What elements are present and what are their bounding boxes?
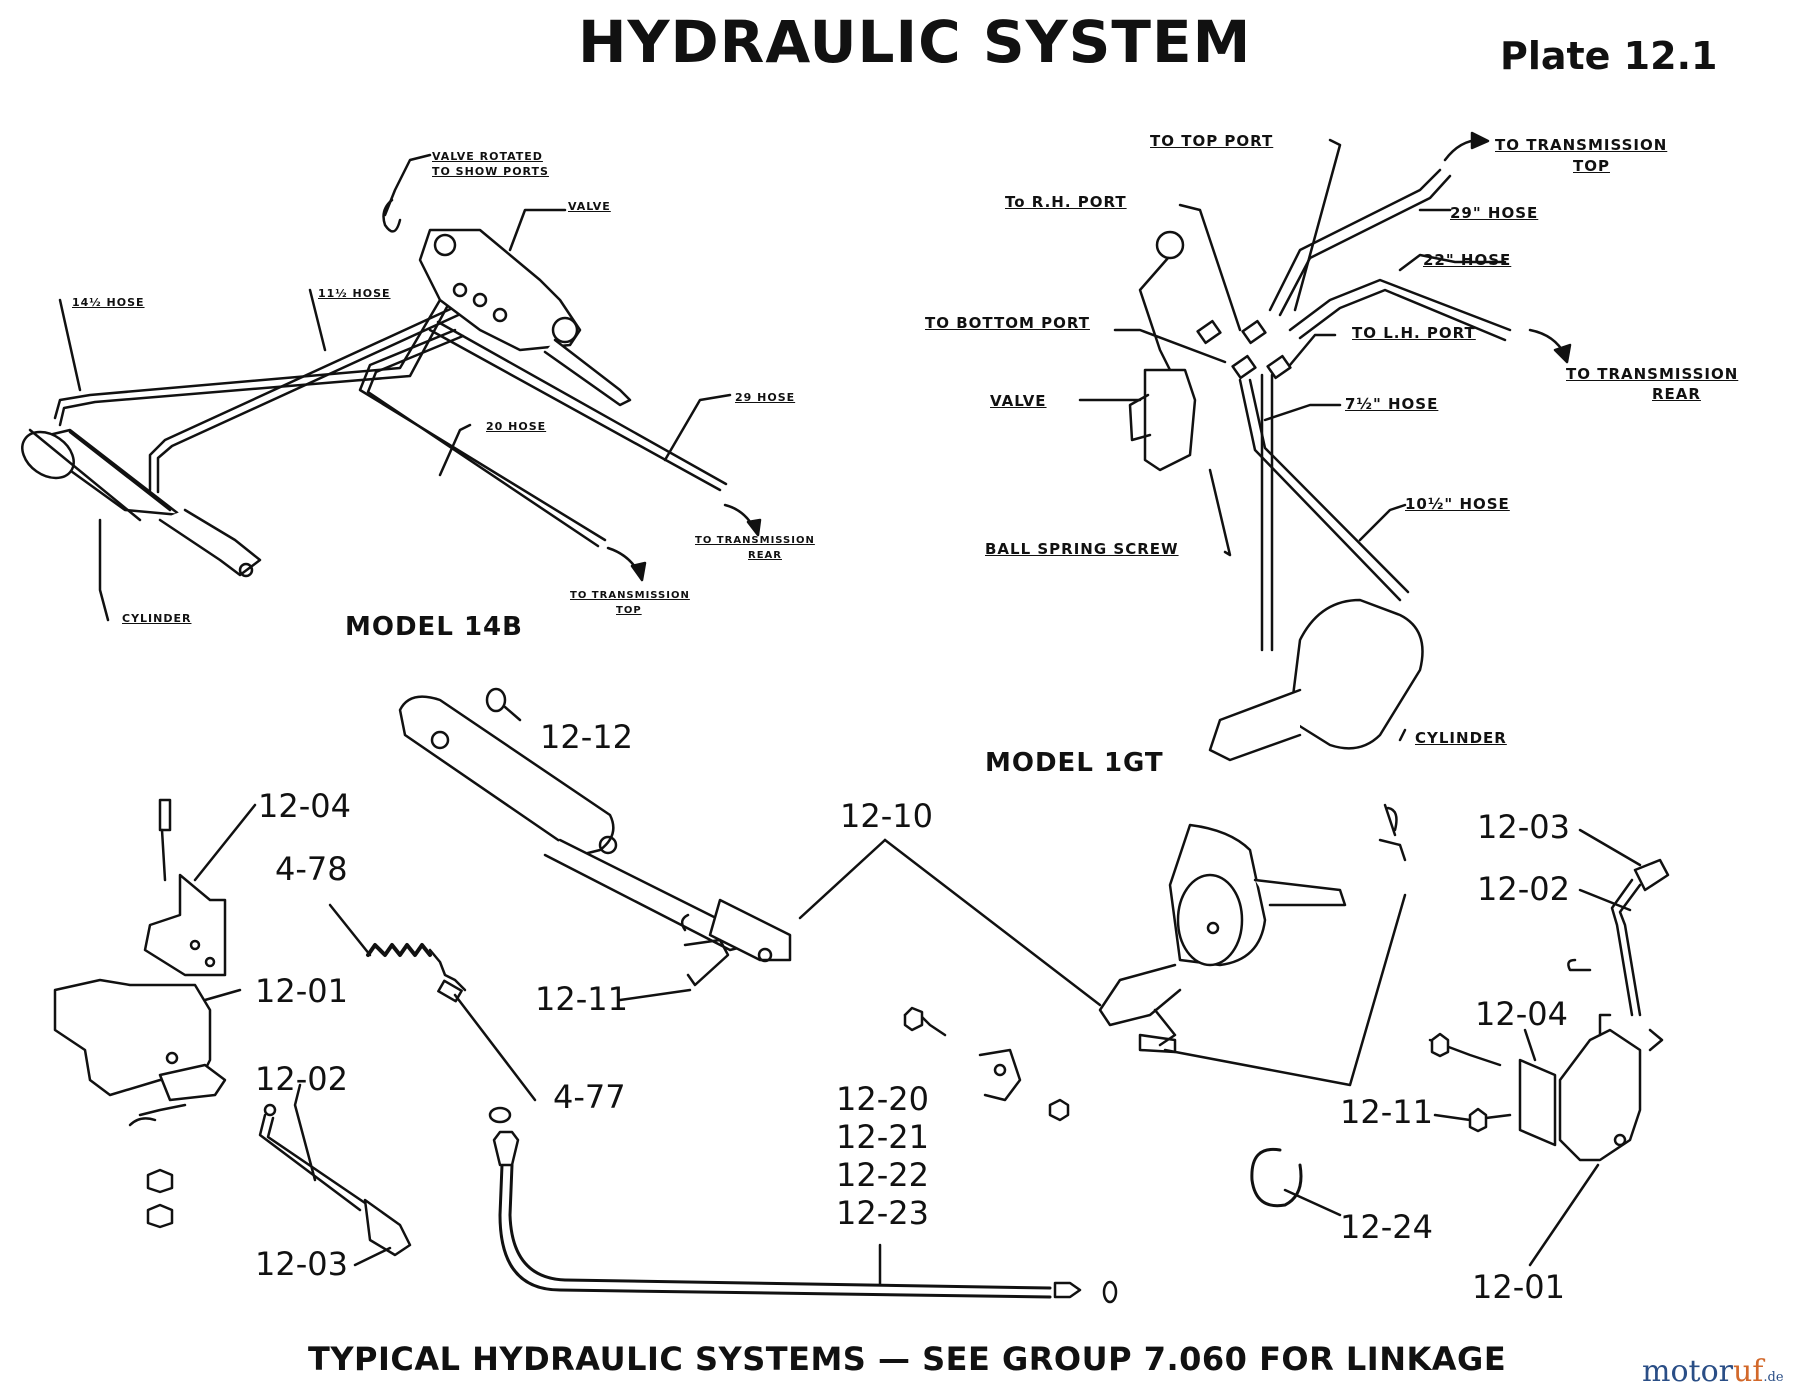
model-14b-drawing: [21, 153, 762, 622]
part-12-11-right: 12-11: [1340, 1093, 1433, 1131]
model-1gt-drawing: [1078, 131, 1572, 762]
label-to-transmission-rear-14b-line2: REAR: [748, 550, 782, 561]
model-1gt-title: MODEL 1GT: [985, 748, 1164, 778]
part-12-01-right: 12-01: [1472, 1268, 1565, 1306]
part-12-24: 12-24: [1340, 1208, 1433, 1246]
label-to-transmission-rear-1gt-line2: REAR: [1652, 385, 1701, 403]
label-to-transmission-top-14b-line1: TO TRANSMISSION: [570, 590, 690, 601]
label-to-transmission-top-1gt-line2: TOP: [1573, 157, 1610, 175]
part-12-22: 12-22: [836, 1156, 929, 1194]
label-to-rh-port: To R.H. PORT: [1005, 193, 1127, 211]
part-12-03-left: 12-03: [255, 1245, 348, 1283]
label-hose-11-half: 11½ HOSE: [318, 287, 391, 300]
part-12-02-left: 12-02: [255, 1060, 348, 1098]
part-12-10: 12-10: [840, 797, 933, 835]
part-12-04-left: 12-04: [258, 787, 351, 825]
part-12-23: 12-23: [836, 1194, 929, 1232]
label-to-transmission-top-1gt-line1: TO TRANSMISSION: [1495, 136, 1668, 154]
label-hose-29-14b: 29 HOSE: [735, 391, 796, 404]
label-valve-14b: VALVE: [568, 200, 611, 213]
label-hose-14-half: 14½ HOSE: [72, 296, 145, 309]
brand-part-a: motor: [1642, 1354, 1733, 1389]
label-hose-22: 22" HOSE: [1423, 251, 1512, 269]
part-12-12: 12-12: [540, 718, 633, 756]
exploded-parts-drawing: [53, 687, 1670, 1304]
label-valve-1gt: VALVE: [990, 392, 1047, 410]
part-12-03-right: 12-03: [1477, 808, 1570, 846]
label-cylinder-1gt: CYLINDER: [1415, 729, 1507, 747]
label-to-lh-port: TO L.H. PORT: [1352, 324, 1476, 342]
part-12-21: 12-21: [836, 1118, 929, 1156]
plate-number: Plate 12.1: [1500, 34, 1718, 78]
part-12-02-right: 12-02: [1477, 870, 1570, 908]
page-title: HYDRAULIC SYSTEM: [578, 8, 1252, 76]
model-14b-title: MODEL 14B: [345, 612, 523, 642]
label-valve-rotated-line1: VALVE ROTATED: [432, 150, 543, 163]
part-12-01-left: 12-01: [255, 972, 348, 1010]
label-to-transmission-rear-1gt-line1: TO TRANSMISSION: [1566, 365, 1739, 383]
footer-caption: TYPICAL HYDRAULIC SYSTEMS — SEE GROUP 7.…: [308, 1340, 1507, 1378]
part-4-78: 4-78: [275, 850, 348, 888]
part-12-04-right: 12-04: [1475, 995, 1568, 1033]
label-to-transmission-top-14b-line2: TOP: [616, 605, 642, 616]
part-12-11-left: 12-11: [535, 980, 628, 1018]
brand-watermark: motoruf.de: [1642, 1354, 1784, 1389]
label-hose-29-1gt: 29" HOSE: [1450, 204, 1539, 222]
brand-part-b: uf: [1732, 1354, 1764, 1389]
label-hose-7-half: 7½" HOSE: [1345, 395, 1439, 413]
label-ball-spring-screw: BALL SPRING SCREW: [985, 540, 1179, 558]
brand-part-c: .de: [1763, 1370, 1784, 1385]
part-4-77: 4-77: [553, 1078, 626, 1116]
label-to-bottom-port: TO BOTTOM PORT: [925, 314, 1090, 332]
label-valve-rotated-line2: TO SHOW PORTS: [432, 165, 549, 178]
part-12-20: 12-20: [836, 1080, 929, 1118]
label-hose-10-half: 10½" HOSE: [1405, 495, 1510, 513]
label-hose-20: 20 HOSE: [486, 420, 547, 433]
label-cylinder-14b: CYLINDER: [122, 612, 192, 625]
label-to-transmission-rear-14b-line1: TO TRANSMISSION: [695, 535, 815, 546]
label-to-top-port: TO TOP PORT: [1150, 132, 1274, 150]
